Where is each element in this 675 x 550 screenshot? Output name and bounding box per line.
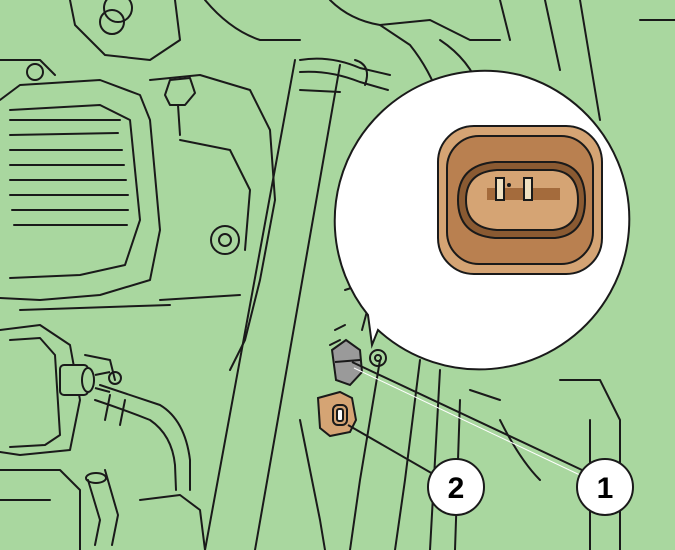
leader-line-1: [351, 361, 583, 471]
left-connector: [59, 364, 111, 396]
connector-part-2: [316, 390, 358, 438]
callout-1: 1: [576, 458, 634, 516]
leader-lines: [347, 361, 583, 479]
leader-line-2: [347, 424, 441, 479]
callout-2-label: 2: [448, 472, 465, 505]
callout-1-label: 1: [597, 472, 614, 505]
callout-2-circle: [427, 458, 485, 516]
callout-1-circle: [576, 458, 634, 516]
callout-2: 2: [427, 458, 485, 516]
leader-line-1-outline: [353, 367, 583, 477]
magnified-connector: [437, 125, 603, 275]
